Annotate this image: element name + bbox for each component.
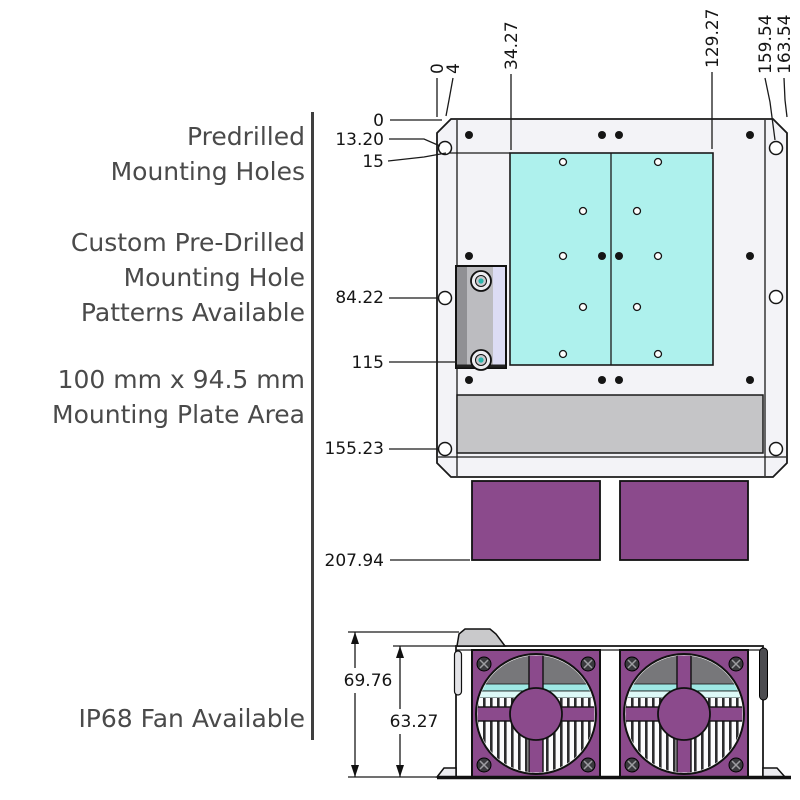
side-view xyxy=(348,628,791,780)
dim-top-159.54: 159.54 xyxy=(756,15,776,74)
annotation-line: Mounting Hole xyxy=(123,263,305,292)
left-foot xyxy=(435,767,457,778)
right-foot xyxy=(762,767,787,778)
dim-top-0: 0 xyxy=(428,63,448,74)
dim-left-0: 0 xyxy=(373,111,384,131)
annotation-line: 100 mm x 94.5 mm xyxy=(57,365,305,394)
annotation-line: Custom Pre-Drilled xyxy=(70,228,305,257)
predrilled-holes xyxy=(465,131,754,384)
divider-line xyxy=(311,112,314,740)
top-view-dimensions: 0 4 34.27 129.27 159.54 163.54 0 13.20 1… xyxy=(325,9,795,571)
dim-top-129.27: 129.27 xyxy=(703,9,723,68)
dim-top-4: 4 xyxy=(444,63,464,74)
fan-right xyxy=(620,650,748,777)
top-view xyxy=(436,118,788,561)
right-edge-bar xyxy=(759,647,768,701)
annotation-plate-area: 100 mm x 94.5 mm Mounting Plate Area xyxy=(52,362,305,432)
fan-left xyxy=(472,650,600,777)
annotation-line: Mounting Holes xyxy=(110,157,305,186)
annotation-line: IP68 Fan Available xyxy=(78,704,305,733)
dim-height-63.27: 63.27 xyxy=(390,712,439,732)
dim-left-115: 115 xyxy=(352,353,384,373)
bracket-screw xyxy=(470,349,492,371)
dim-left-15: 15 xyxy=(362,152,384,172)
dim-left-13.20: 13.20 xyxy=(335,130,384,150)
annotation-predrilled-holes: Predrilled Mounting Holes xyxy=(111,119,305,189)
side-view-dimensions: 69.76 63.27 xyxy=(341,631,459,777)
bracket-screw xyxy=(470,270,492,292)
dim-top-163.54: 163.54 xyxy=(775,15,795,74)
annotation-line: Predrilled xyxy=(187,122,305,151)
annotation-line: Patterns Available xyxy=(80,298,305,327)
lower-gray-band xyxy=(456,394,764,454)
flange-holes xyxy=(437,140,784,457)
fan-block-right xyxy=(619,480,749,561)
fan-block-left xyxy=(471,480,601,561)
annotation-line: Mounting Plate Area xyxy=(52,400,305,429)
dim-height-69.76: 69.76 xyxy=(344,671,393,691)
top-tab xyxy=(456,628,507,647)
dim-left-155.23: 155.23 xyxy=(325,439,384,459)
annotation-ip68-fan: IP68 Fan Available xyxy=(78,701,305,736)
dim-top-34.27: 34.27 xyxy=(502,21,522,70)
annotation-custom-patterns: Custom Pre-Drilled Mounting Hole Pattern… xyxy=(71,225,305,330)
mounting-bracket xyxy=(455,265,507,371)
left-edge-bar xyxy=(453,650,463,696)
dim-left-84.22: 84.22 xyxy=(335,288,384,308)
plate-holes xyxy=(558,157,663,359)
dim-left-207.94: 207.94 xyxy=(325,551,384,571)
